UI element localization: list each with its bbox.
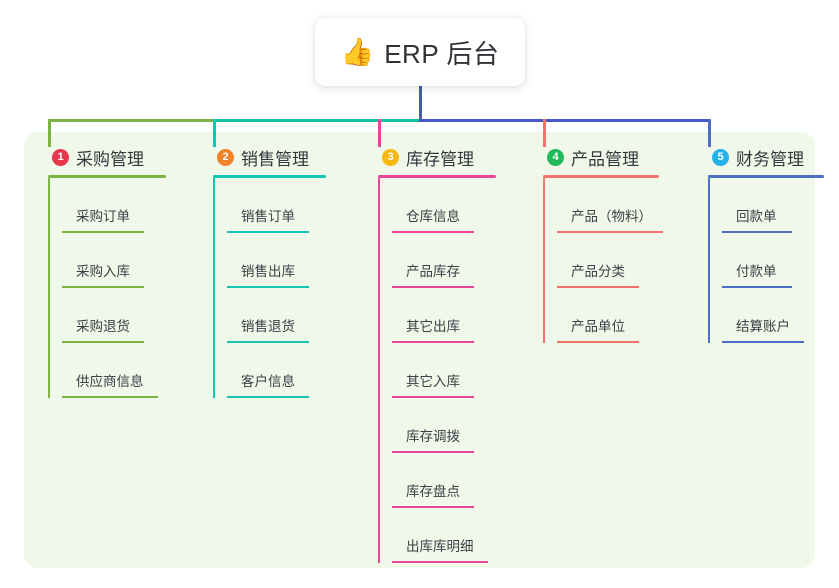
branch-item-underline	[392, 341, 474, 343]
branch-item-label: 产品库存	[406, 264, 460, 279]
branch-item-label: 采购订单	[76, 209, 130, 224]
branch-header-3[interactable]: 3 库存管理	[368, 145, 474, 169]
branch-item-label: 销售订单	[241, 209, 295, 224]
branches-panel	[24, 132, 815, 568]
branch-drop-2	[213, 119, 216, 147]
branch-number-badge: 2	[217, 148, 234, 166]
branch-item-label: 回款单	[736, 209, 777, 224]
branch-title: 产品管理	[571, 149, 639, 169]
branch-item-underline	[62, 341, 144, 343]
branch-title: 采购管理	[76, 149, 144, 169]
branch-item-underline	[227, 231, 309, 233]
branch-number-badge: 3	[382, 148, 399, 166]
branch-number-badge: 4	[547, 148, 564, 166]
branch-number-badge: 1	[52, 148, 69, 166]
branch-item-underline	[392, 561, 488, 563]
trunk-segment-left	[48, 119, 216, 122]
branch-item-underline	[227, 286, 309, 288]
branch-header-2[interactable]: 2 销售管理	[203, 145, 309, 169]
branch-item-label: 供应商信息	[76, 374, 144, 389]
branch-vertical-stem	[543, 178, 545, 343]
branch-item-label: 其它入库	[406, 374, 460, 389]
branch-item-label: 产品（物料）	[571, 209, 652, 224]
branch-item-underline	[557, 231, 663, 233]
branch-item-underline	[227, 341, 309, 343]
root-title: ERP 后台	[384, 38, 500, 69]
branch-column-5: 5 财务管理回款单付款单结算账户	[698, 145, 824, 343]
branch-item-label: 产品分类	[571, 264, 625, 279]
thumbs-up-icon: 👍	[340, 36, 375, 68]
branch-item-label: 结算账户	[736, 319, 790, 334]
branch-header-underline	[213, 175, 326, 178]
branch-header-underline	[708, 175, 824, 178]
branch-header-5[interactable]: 5 财务管理	[698, 145, 804, 169]
branch-item-underline	[722, 341, 804, 343]
branch-item-label: 出库库明细	[406, 539, 474, 554]
branch-column-4: 4 产品管理产品（物料） 产品分类产品单位	[533, 145, 663, 343]
branch-item-label: 销售出库	[241, 264, 295, 279]
branch-header-1[interactable]: 1 采购管理	[38, 145, 144, 169]
branch-header-underline	[48, 175, 166, 178]
root-stem	[419, 86, 422, 122]
branch-number-badge: 5	[712, 148, 729, 166]
branch-item-underline	[62, 231, 144, 233]
branch-drop-1	[48, 119, 51, 147]
root-node[interactable]: 👍 ERP 后台	[315, 18, 525, 86]
trunk-segment-right	[419, 119, 711, 122]
branch-item-label: 销售退货	[241, 319, 295, 334]
branch-vertical-stem	[708, 178, 710, 343]
branch-item-label: 库存盘点	[406, 484, 460, 499]
branch-header-4[interactable]: 4 产品管理	[533, 145, 639, 169]
branch-drop-5	[708, 119, 711, 147]
branch-vertical-stem	[48, 178, 50, 398]
branch-vertical-stem	[213, 178, 215, 398]
branch-item-underline	[392, 396, 474, 398]
branch-item-label: 客户信息	[241, 374, 295, 389]
branch-item-label: 采购退货	[76, 319, 130, 334]
branch-title: 库存管理	[406, 149, 474, 169]
branch-item-underline	[392, 506, 474, 508]
branch-vertical-stem	[378, 178, 380, 563]
branch-title: 财务管理	[736, 149, 804, 169]
branch-item-underline	[62, 286, 144, 288]
branch-item-label: 其它出库	[406, 319, 460, 334]
branch-item-underline	[722, 286, 792, 288]
branch-drop-4	[543, 119, 546, 147]
branch-item-label: 产品单位	[571, 319, 625, 334]
branch-drop-3	[378, 119, 381, 147]
branch-item-underline	[227, 396, 309, 398]
branch-item-underline	[722, 231, 792, 233]
branch-item-underline	[392, 451, 474, 453]
branch-item-label: 仓库信息	[406, 209, 460, 224]
branch-column-2: 2 销售管理销售订单销售出库销售退货客户信息	[203, 145, 326, 398]
branch-header-underline	[378, 175, 496, 178]
branch-item-label: 付款单	[736, 264, 777, 279]
branch-item-underline	[62, 396, 158, 398]
branch-item-underline	[557, 341, 639, 343]
branch-column-3: 3 库存管理仓库信息产品库存其它出库其它入库库存调拨库存盘点出库库明细	[368, 145, 496, 563]
branch-item-underline	[557, 286, 639, 288]
branch-column-1: 1 采购管理采购订单采购入库采购退货供应商信息	[38, 145, 166, 398]
branch-title: 销售管理	[241, 149, 309, 169]
branch-item-label: 采购入库	[76, 264, 130, 279]
branch-item-underline	[392, 286, 474, 288]
branch-header-underline	[543, 175, 659, 178]
branch-item-label: 库存调拨	[406, 429, 460, 444]
trunk-segment-mid	[213, 119, 422, 122]
branch-item-underline	[392, 231, 474, 233]
